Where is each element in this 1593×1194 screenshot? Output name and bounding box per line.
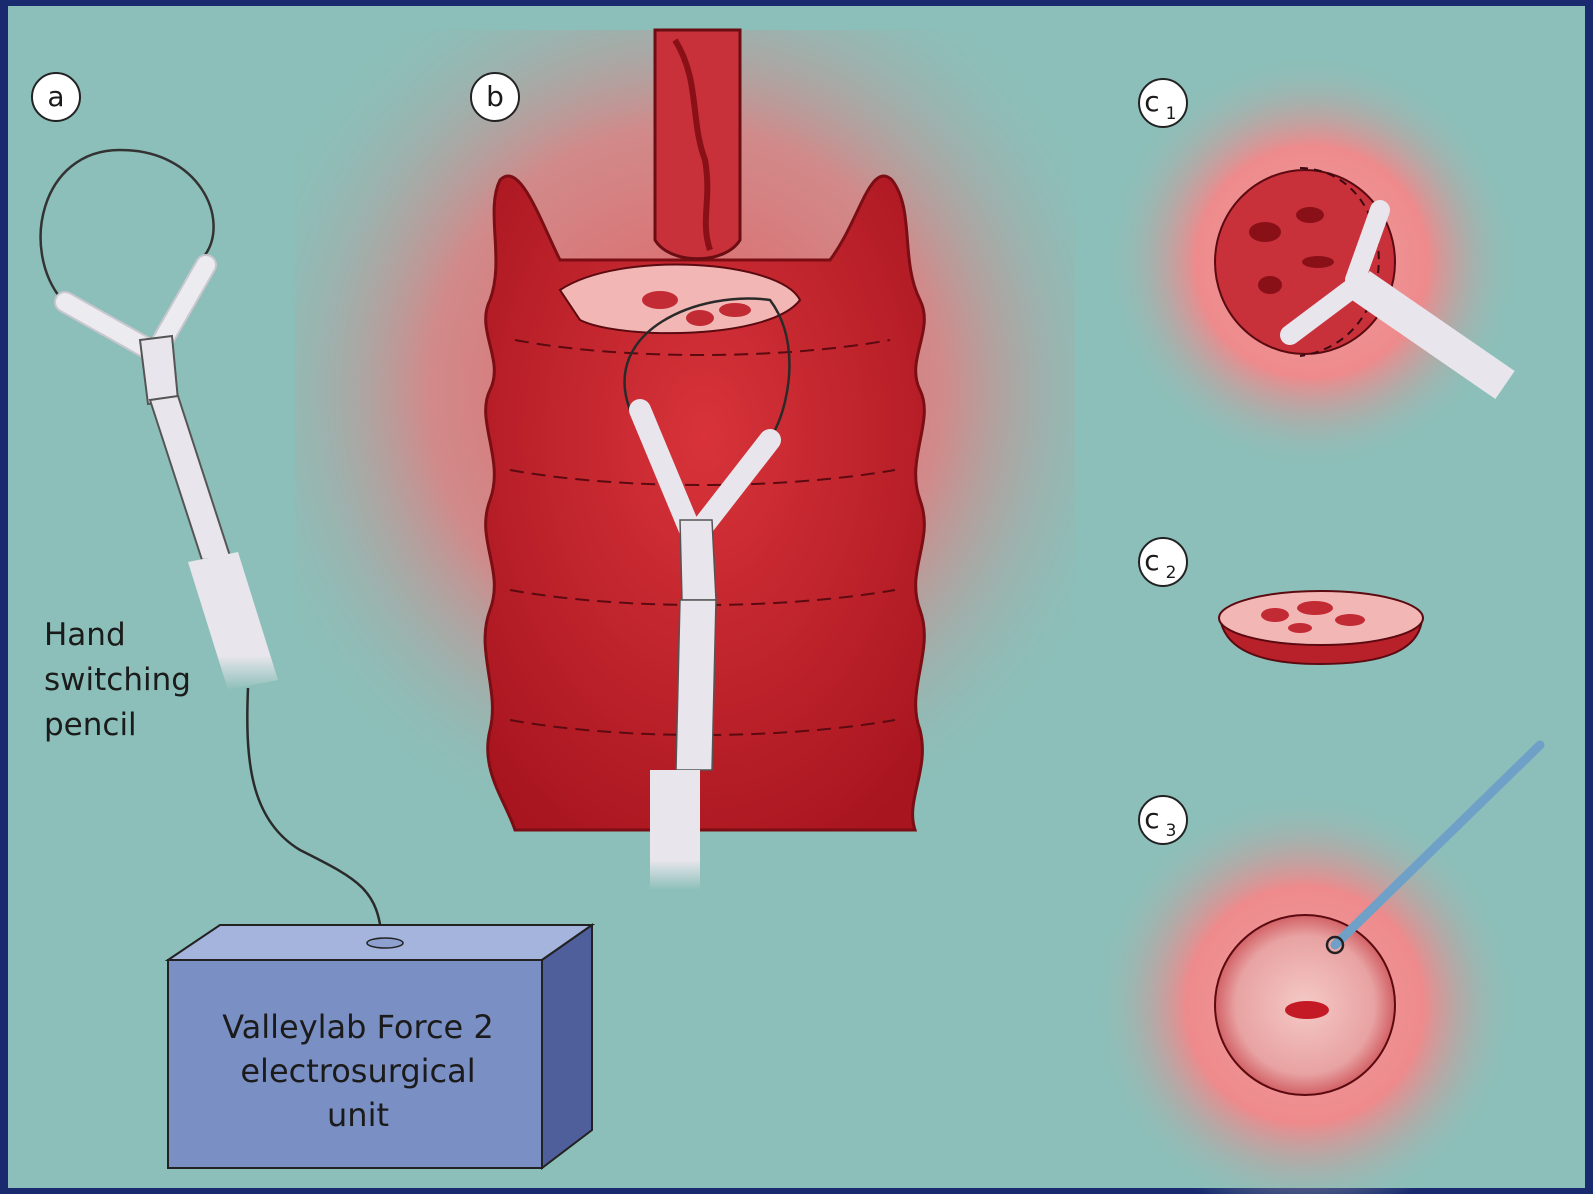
cervical-os [1285, 1001, 1329, 1019]
unit-label-line2: electrosurgical [240, 1052, 475, 1090]
panel-a-badge-text: a [47, 80, 64, 113]
panel-b-badge-text: b [486, 80, 504, 113]
panel-c1: c 1 [1102, 52, 1522, 472]
electrosurgical-unit: Valleylab Force 2 electrosurgical unit [168, 925, 592, 1168]
unit-label-line1: Valleylab Force 2 [222, 1008, 494, 1046]
panel-c1-badge-sub: 1 [1166, 104, 1177, 124]
pencil-label-line2: switching [44, 662, 191, 698]
panel-c2-badge-letter: c [1144, 544, 1159, 577]
panel-a-badge: a [32, 73, 80, 121]
panel-b-badge: b [471, 73, 519, 121]
pencil-label-line1: Hand [44, 617, 126, 653]
panel-c3: c 3 [1090, 745, 1540, 1194]
panel-c3-badge: c 3 [1139, 796, 1187, 844]
panel-c2-badge: c 2 [1139, 538, 1187, 586]
unit-label-line3: unit [327, 1096, 389, 1134]
panel-c2-badge-sub: 2 [1166, 563, 1177, 583]
panel-c1-badge-letter: c [1144, 85, 1159, 118]
panel-c3-badge-sub: 3 [1166, 821, 1177, 841]
panel-c3-badge-letter: c [1144, 802, 1159, 835]
panel-c1-badge: c 1 [1139, 79, 1187, 127]
pencil-label-line3: pencil [44, 707, 137, 743]
panel-b: b [295, 30, 1075, 890]
